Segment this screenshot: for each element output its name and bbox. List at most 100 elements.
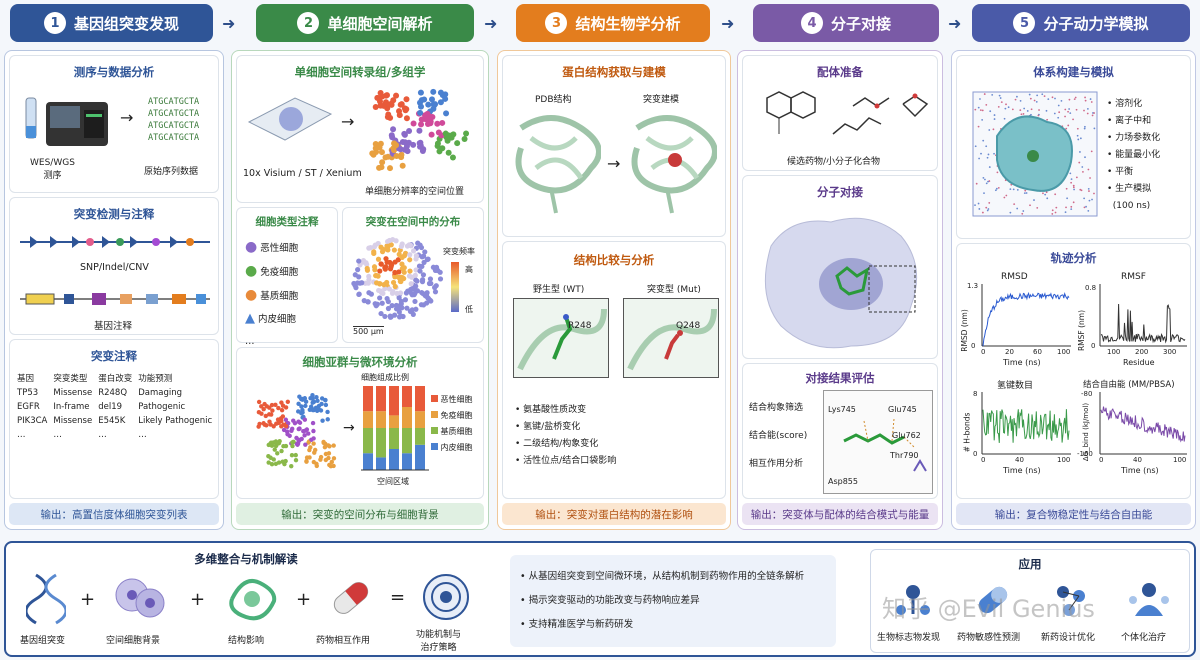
umap-dot <box>302 433 307 438</box>
cell-dot <box>444 137 451 144</box>
solvent-dot <box>1086 112 1089 115</box>
celltype-label: 基质细胞 <box>260 291 299 302</box>
umap-dot <box>285 431 290 437</box>
spot-dot <box>393 306 400 312</box>
spot-dot <box>425 256 431 262</box>
spot-dot <box>387 266 394 272</box>
table-cell: In-frame <box>53 402 90 412</box>
solvent-dot <box>1067 124 1070 127</box>
tick-label: 0 <box>971 342 976 350</box>
umap-dot <box>323 397 328 403</box>
umap-dot <box>259 404 264 409</box>
cell-dot <box>428 131 435 138</box>
solvent-dot <box>1030 108 1033 111</box>
cell-dot <box>377 98 384 105</box>
cell-dot <box>383 92 390 99</box>
solvent-dot <box>986 156 989 159</box>
platform-label: 10x Visium / ST / Xenium <box>243 168 362 179</box>
comp-bar-segment <box>376 428 386 458</box>
solvent-dot <box>1024 189 1027 192</box>
spot-dot <box>427 276 434 282</box>
umap-dot <box>276 420 281 426</box>
cell-dot <box>402 139 409 146</box>
celltype-box: 细胞类型注释 ● 恶性细胞 ● 免疫细胞 ● 基质细胞 ▲ 内皮细胞 … <box>236 207 338 347</box>
solvent-dot <box>1083 197 1086 200</box>
spot-dot <box>408 286 414 293</box>
comp-bar-segment <box>402 453 412 470</box>
tick-label: -80 <box>1081 390 1093 398</box>
umap-dot <box>307 455 312 460</box>
cell-dot <box>403 106 410 113</box>
umap-dot <box>285 399 291 404</box>
celltype-item: ▲ 内皮细胞 <box>245 308 298 331</box>
spot-dot <box>404 305 410 311</box>
umap-dot <box>327 444 332 449</box>
compare-title: 结构比较与分析 <box>573 253 655 267</box>
umap-dot <box>276 405 281 411</box>
cell-dot <box>384 153 391 160</box>
solvent-dot <box>988 129 991 131</box>
solvation-box-icon <box>972 91 1098 217</box>
solvent-dot <box>1084 96 1086 99</box>
solvent-dot <box>1037 114 1040 117</box>
list-item-label: 从基因组突变到空间微环境，从结构机制到药物作用的全链条解析 <box>528 571 805 582</box>
solvent-dot <box>1067 110 1069 113</box>
step4-title: 分子对接 <box>830 14 891 33</box>
solvent-dot <box>1076 134 1079 137</box>
solvent-dot <box>1074 96 1077 99</box>
solvent-dot <box>988 202 991 204</box>
tick-label: 0.8 <box>1085 284 1097 292</box>
tick-label: 8 <box>973 390 978 398</box>
umap-dot <box>262 422 267 427</box>
spatial-top-title: 单细胞空间转录组/多组学 <box>294 65 426 79</box>
output-bar-1: 输出：高置信度体细胞突变列表 <box>9 503 219 525</box>
umap-dot <box>296 409 301 414</box>
wt-residue: R248 <box>568 321 592 331</box>
umap-dot <box>276 460 282 465</box>
cell-dot <box>403 96 410 103</box>
list-item: • 平衡 <box>1107 167 1134 177</box>
list-item: 相互作用分析 <box>749 459 804 469</box>
solvent-dot <box>1058 111 1061 114</box>
cell-dot <box>421 96 428 103</box>
dna-icon <box>26 573 66 625</box>
cell-dot <box>442 95 449 102</box>
spot-dot <box>385 243 391 249</box>
spot-dot <box>419 254 425 260</box>
rmsd-title: RMSD <box>1001 272 1028 282</box>
umap-dot <box>303 399 309 404</box>
micro-title: 细胞亚群与微环境分析 <box>302 355 418 369</box>
solvent-dot <box>1068 98 1071 101</box>
spot-dot <box>408 290 415 297</box>
mut-panel: Q248 <box>623 298 719 378</box>
umap-dot <box>297 394 302 399</box>
cell-dot <box>393 92 400 99</box>
spot-dot <box>392 312 398 318</box>
table-cell: … <box>98 430 107 440</box>
solvent-dot <box>1060 99 1063 102</box>
solvent-dot <box>1014 98 1017 101</box>
umap-dot <box>319 396 325 401</box>
list-item-label: 二级结构/构象变化 <box>523 439 599 449</box>
spot-dot <box>420 272 427 278</box>
solvent-dot <box>993 118 996 120</box>
cell-dot <box>463 130 470 137</box>
step2-number: 2 <box>297 12 320 34</box>
spot-dot <box>384 279 390 286</box>
spot-dot <box>382 286 388 292</box>
legend-item: 内皮细胞 <box>431 440 473 456</box>
spatial-cluster-map <box>369 88 470 172</box>
residue-label: Asp855 <box>828 477 858 486</box>
umap-dot <box>269 412 274 417</box>
legend-item: 基质细胞 <box>431 424 473 440</box>
spot-dot <box>399 261 405 267</box>
solvent-dot <box>1005 103 1007 106</box>
solvent-dot <box>1070 208 1073 211</box>
solvent-dot <box>1089 177 1091 179</box>
residue-label: Glu745 <box>888 405 917 414</box>
key-points-box: • 从基因组突变到空间微环境，从结构机制到药物作用的全链条解析 • 揭示突变驱动… <box>510 555 836 647</box>
solvent-dot <box>991 93 994 96</box>
